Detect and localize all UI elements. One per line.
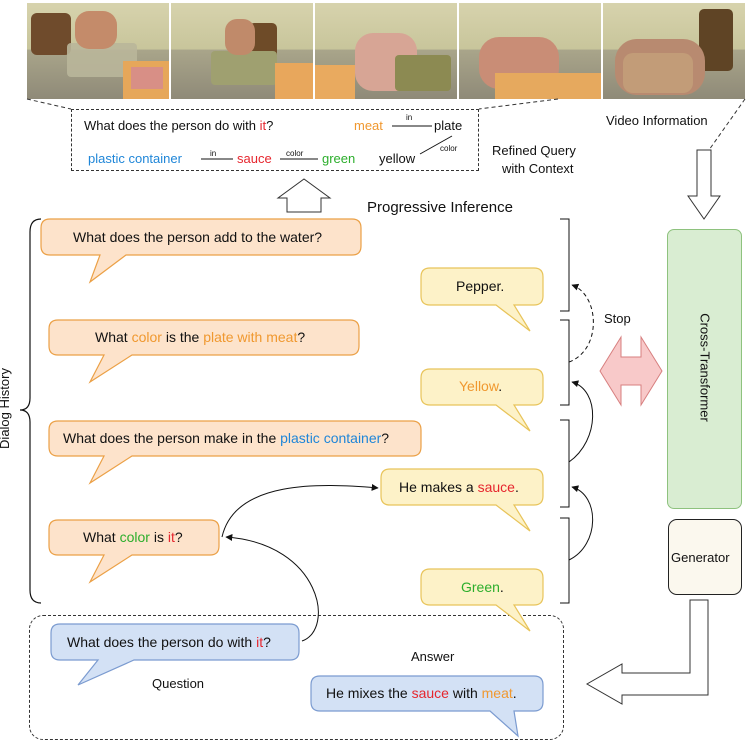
dialog-answer-4: Green. bbox=[461, 579, 504, 595]
bubble-q1 bbox=[40, 218, 362, 284]
projection-line-left bbox=[26, 98, 72, 110]
graph-node-sauce: sauce bbox=[237, 151, 272, 166]
graph-node-plastic-container: plastic container bbox=[88, 151, 182, 166]
dialog-question-2: What color is the plate with meat? bbox=[95, 329, 306, 345]
dialog-answer-1: Pepper. bbox=[456, 278, 505, 294]
graph-edge-label-in-2: in bbox=[210, 149, 217, 158]
bubble-a1 bbox=[420, 267, 544, 332]
video-frame-1 bbox=[27, 3, 169, 99]
dialog-history-brace bbox=[19, 218, 42, 604]
graph-edge-label-in: in bbox=[406, 113, 413, 122]
progressive-arrow-4-to-3 bbox=[568, 485, 594, 561]
projection-line-right bbox=[478, 98, 559, 110]
dialog-question-4: What color is it? bbox=[83, 529, 183, 545]
graph-node-yellow: yellow bbox=[379, 151, 416, 166]
graph-edge-plate-yellow bbox=[419, 135, 453, 155]
bubble-q3 bbox=[48, 420, 422, 485]
bracket-turn-2 bbox=[560, 319, 570, 406]
down-arrow-to-transformer bbox=[687, 149, 721, 220]
stop-double-arrow bbox=[599, 335, 663, 407]
cross-transformer-block bbox=[667, 229, 742, 509]
refined-query-box bbox=[71, 109, 479, 171]
dialog-answer-3: He makes a sauce. bbox=[399, 479, 519, 495]
bubble-q2 bbox=[48, 319, 360, 384]
dialog-answer-2: Yellow. bbox=[459, 378, 503, 394]
bubble-answer bbox=[310, 675, 544, 738]
progressive-arrow-3-to-2 bbox=[568, 380, 594, 463]
current-turn-box bbox=[29, 615, 564, 740]
dialog-question-1: What does the person add to the water? bbox=[73, 229, 323, 245]
video-information-label: Video Information bbox=[606, 113, 708, 128]
bubble-a4 bbox=[420, 568, 544, 632]
refined-query-question: What does the person do with it? bbox=[84, 118, 274, 133]
bubble-q4 bbox=[48, 519, 220, 584]
coref-arrow-question-to-it bbox=[225, 533, 319, 642]
up-arrow-to-query bbox=[276, 178, 332, 213]
video-frame-4 bbox=[459, 3, 601, 99]
generator-label: Generator bbox=[671, 550, 730, 565]
video-info-dashed-line bbox=[708, 98, 746, 151]
video-frame-5 bbox=[603, 3, 745, 99]
bracket-turn-4 bbox=[560, 517, 570, 604]
generator-block bbox=[668, 519, 742, 595]
output-arrow-to-answer bbox=[585, 599, 709, 705]
video-frame-3 bbox=[315, 3, 457, 99]
progressive-inference-label: Progressive Inference bbox=[367, 199, 513, 216]
dialog-question-3: What does the person make in the plastic… bbox=[63, 430, 390, 446]
current-question-text: What does the person do with it? bbox=[67, 634, 271, 650]
bracket-turn-1 bbox=[560, 218, 570, 312]
bubble-current-question bbox=[50, 623, 300, 686]
graph-node-plate: plate bbox=[434, 118, 463, 133]
progressive-stop-arrow bbox=[568, 283, 594, 363]
refined-query-label-line2: with Context bbox=[502, 161, 574, 176]
coref-arrow-it-to-sauce bbox=[221, 483, 379, 538]
graph-node-green: green bbox=[322, 151, 356, 166]
bubble-a2 bbox=[420, 368, 544, 432]
generated-answer-text: He mixes the sauce with meat. bbox=[326, 685, 517, 701]
graph-edge-label-color-2: color bbox=[286, 149, 304, 158]
bubble-a3 bbox=[380, 468, 544, 532]
graph-node-meat: meat bbox=[354, 118, 383, 133]
bracket-turn-3 bbox=[560, 419, 570, 508]
stop-label: Stop bbox=[604, 311, 631, 326]
question-label: Question bbox=[152, 676, 205, 691]
answer-label: Answer bbox=[411, 649, 455, 664]
refined-query-label-line1: Refined Query bbox=[492, 143, 576, 158]
video-frame-2 bbox=[171, 3, 313, 99]
graph-edge-label-color: color bbox=[440, 144, 458, 153]
